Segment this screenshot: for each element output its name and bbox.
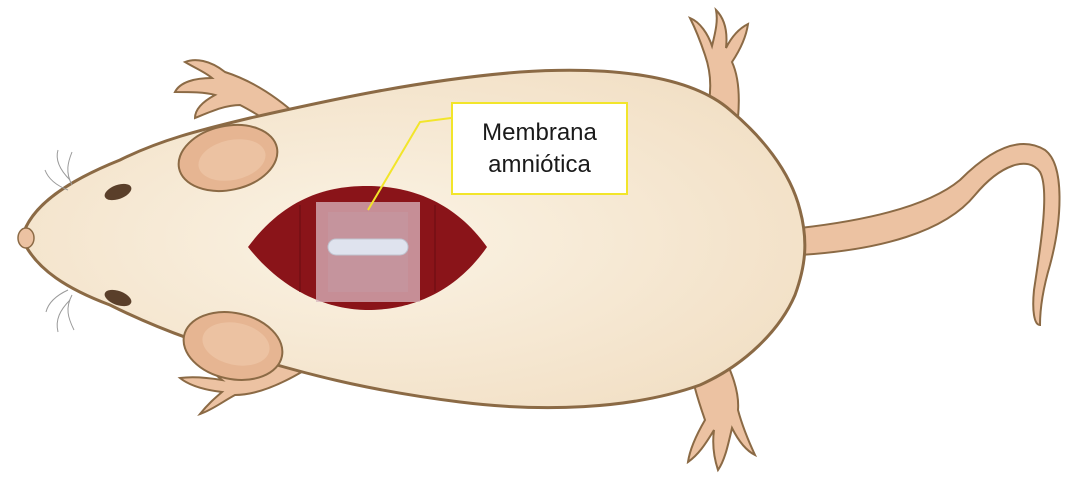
- tail: [800, 144, 1060, 325]
- nose: [18, 228, 34, 248]
- annotation-line-1: Membrana: [482, 117, 597, 149]
- implant-bar: [328, 239, 408, 255]
- annotation-label-box: Membrana amniótica: [451, 102, 628, 195]
- annotation-line-2: amniótica: [488, 149, 591, 181]
